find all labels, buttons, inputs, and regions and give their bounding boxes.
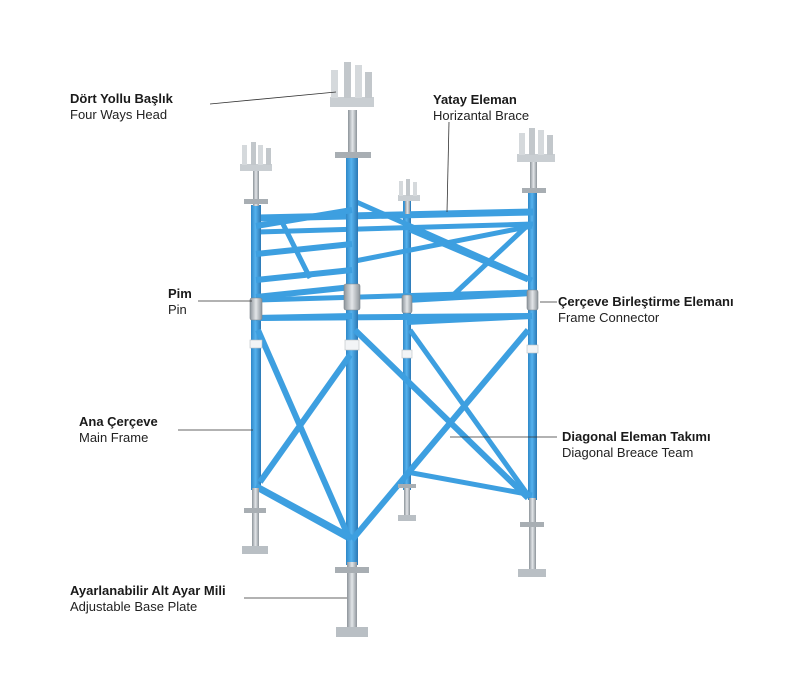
label-diagonal-brace-tr: Diagonal Eleman Takımı: [562, 429, 711, 445]
label-four-ways-head: Dört Yollu Başlık Four Ways Head: [70, 91, 198, 123]
label-base-plate: Ayarlanabilir Alt Ayar Mili Adjustable B…: [70, 583, 226, 615]
label-diagonal-brace-en: Diagonal Breace Team: [562, 445, 711, 461]
label-frame-connector-tr: Çerçeve Birleştirme Elemanı: [558, 294, 734, 310]
label-horizontal-brace: Yatay Eleman Horizantal Brace: [433, 92, 529, 124]
label-base-plate-tr: Ayarlanabilir Alt Ayar Mili: [70, 583, 226, 599]
label-base-plate-en: Adjustable Base Plate: [70, 599, 226, 615]
top-jacks: [240, 62, 555, 214]
label-four-ways-head-tr: Dört Yollu Başlık: [70, 91, 198, 107]
label-main-frame-en: Main Frame: [79, 430, 158, 446]
label-frame-connector: Çerçeve Birleştirme Elemanı Frame Connec…: [558, 294, 734, 326]
label-four-ways-head-en: Four Ways Head: [70, 107, 198, 123]
label-horizontal-brace-tr: Yatay Eleman: [433, 92, 529, 108]
label-main-frame-tr: Ana Çerçeve: [79, 414, 158, 430]
label-main-frame: Ana Çerçeve Main Frame: [79, 414, 158, 446]
label-frame-connector-en: Frame Connector: [558, 310, 734, 326]
label-pin-tr: Pim: [168, 286, 192, 302]
connector-bands: [250, 340, 538, 358]
label-pin-en: Pin: [168, 302, 192, 318]
label-horizontal-brace-en: Horizantal Brace: [433, 108, 529, 124]
label-diagonal-brace: Diagonal Eleman Takımı Diagonal Breace T…: [562, 429, 711, 461]
label-pin: Pim Pin: [168, 286, 192, 318]
